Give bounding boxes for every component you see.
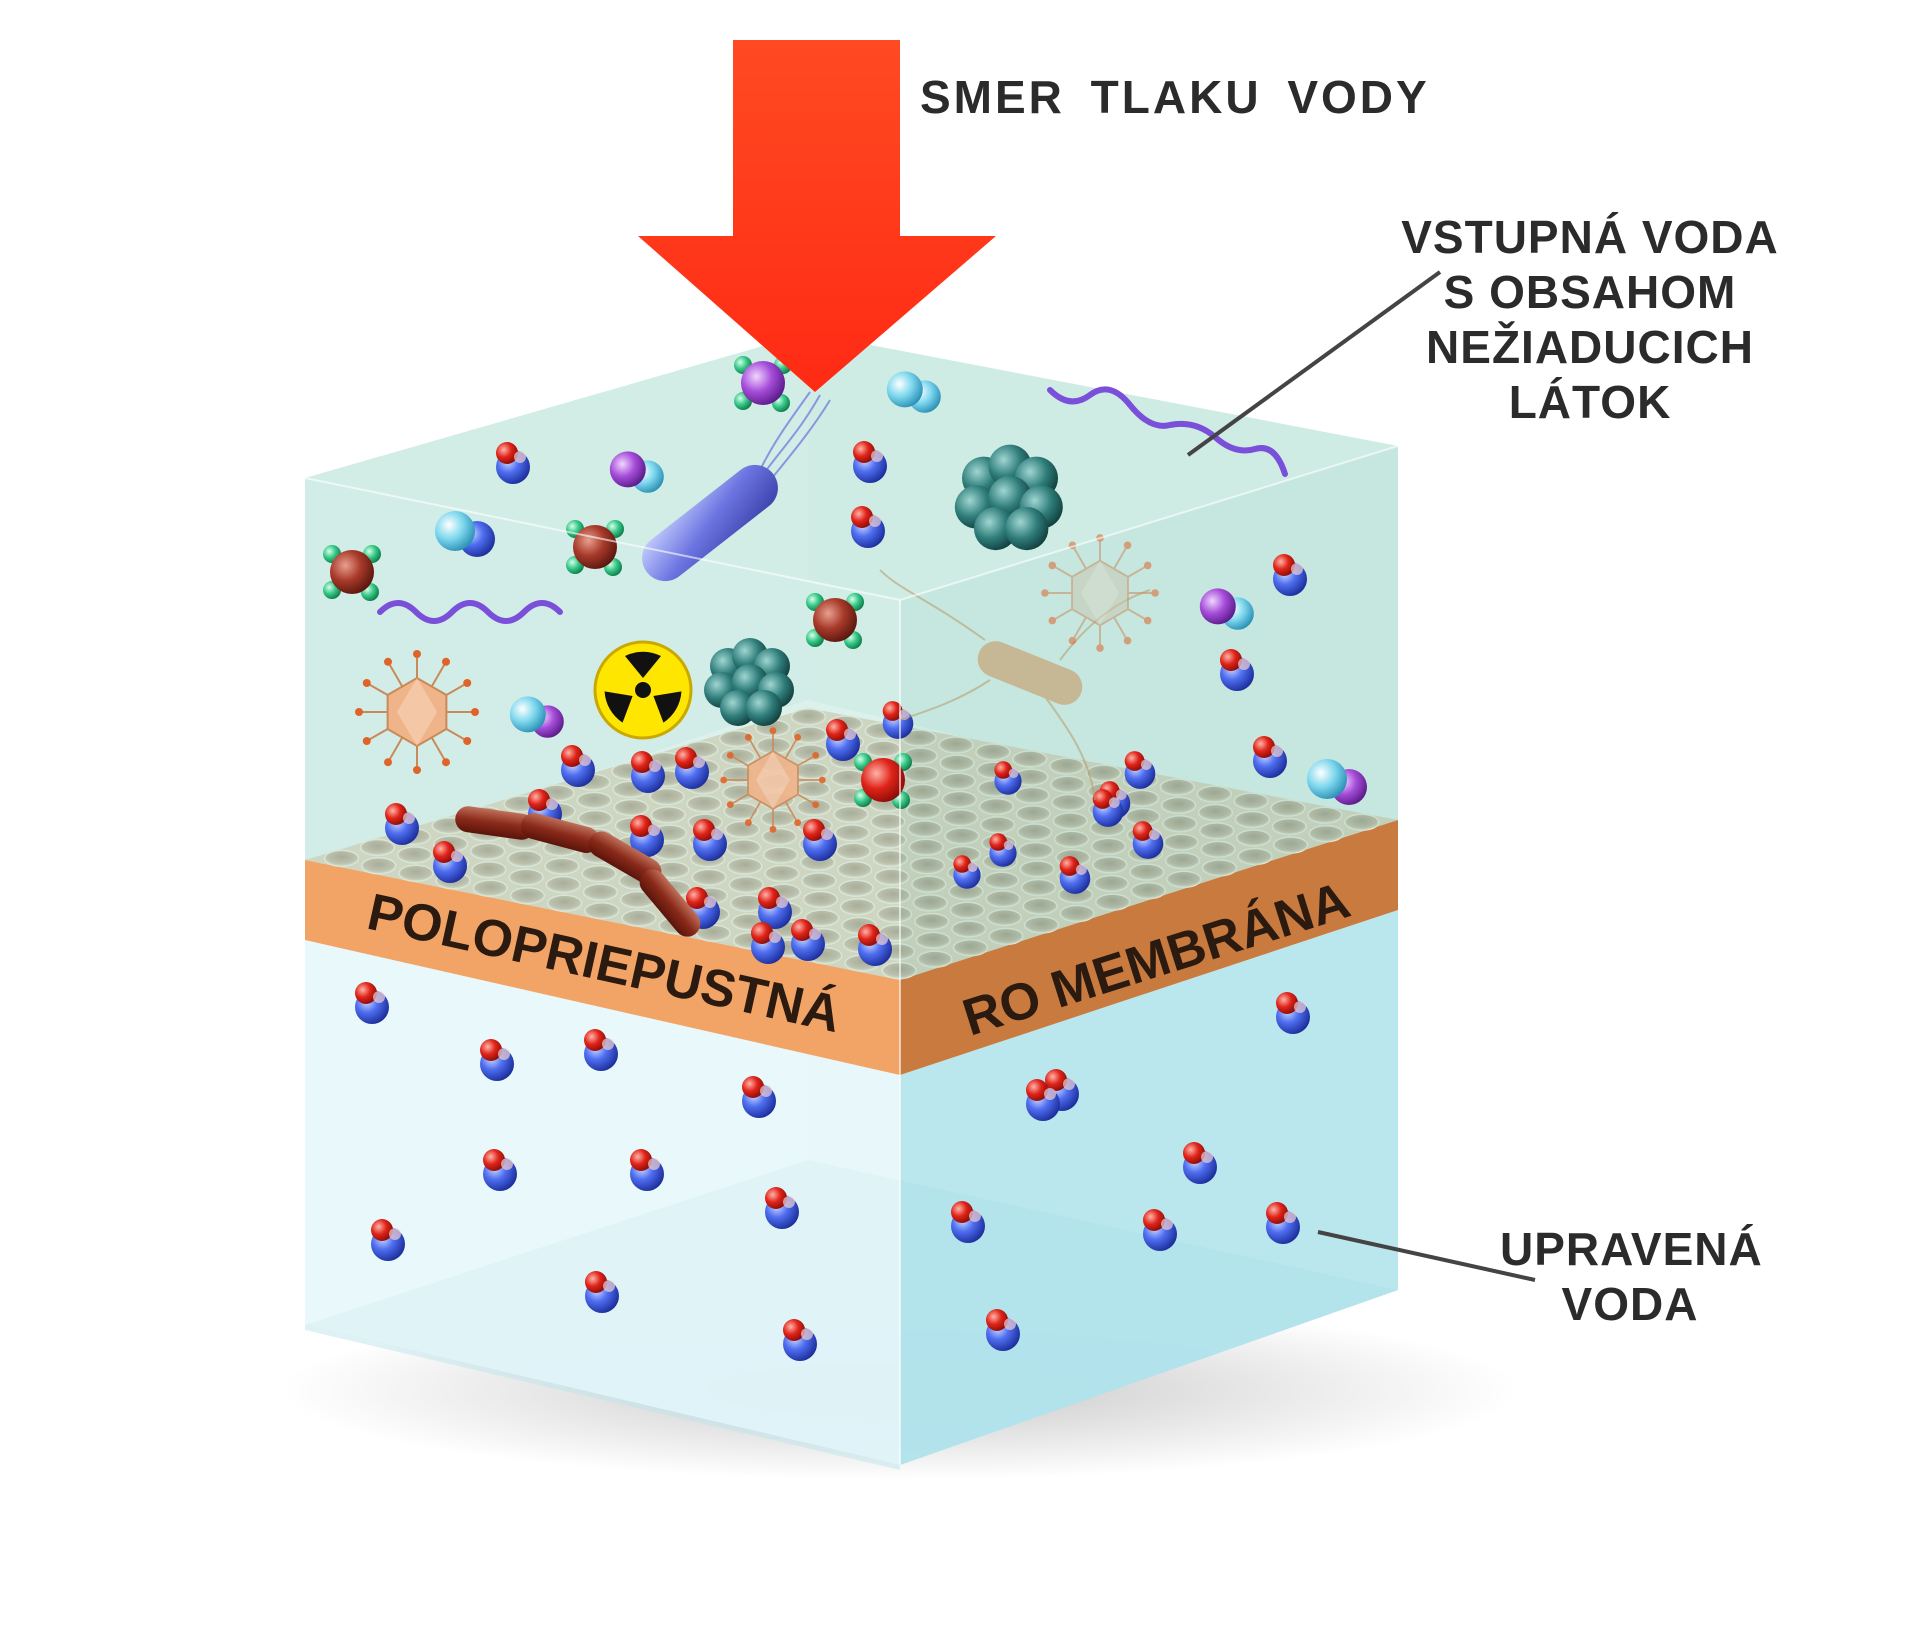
- treated-water-label-line: VODA: [1561, 1278, 1699, 1330]
- water-molecule-icon: [1276, 992, 1310, 1034]
- water-molecule-icon: [630, 815, 664, 857]
- down-arrow-icon: [638, 40, 996, 392]
- ammonium-molecule-icon: [323, 545, 381, 601]
- water-molecule-icon: [803, 819, 837, 861]
- water-molecule-icon: [826, 719, 860, 761]
- water-molecule-icon: [631, 751, 665, 793]
- water-molecule-icon: [994, 761, 1022, 795]
- treated-water-volume: [305, 910, 1398, 1470]
- water-molecule-icon: [480, 1039, 514, 1081]
- water-molecule-icon: [851, 506, 885, 548]
- water-molecule-icon: [561, 745, 595, 787]
- ammonium-molecule-icon: [854, 753, 912, 809]
- water-molecule-icon: [1143, 1209, 1177, 1251]
- virus-icon: [355, 650, 479, 774]
- feed-water-label-line: S OBSAHOM: [1443, 266, 1737, 318]
- treated-water-label: UPRAVENÁ VODA: [1500, 1222, 1763, 1332]
- virus-icon: [1041, 534, 1159, 652]
- water-molecule-icon: [858, 924, 892, 966]
- water-molecule-icon: [986, 1309, 1020, 1351]
- water-molecule-icon: [585, 1271, 619, 1313]
- water-molecule-icon: [355, 982, 389, 1024]
- water-molecule-icon: [751, 922, 785, 964]
- viruses: [355, 534, 1159, 833]
- treated-water-leader: [1317, 1230, 1536, 1282]
- water-molecule-icon: [385, 803, 419, 845]
- pressure-direction-label: SMER TLAKU VODY: [920, 71, 1430, 123]
- water-molecule-icon: [783, 1319, 817, 1361]
- ion-pair-icon: [609, 451, 664, 493]
- water-molecule-icon: [1059, 856, 1091, 894]
- water-molecule-icon: [1266, 1202, 1300, 1244]
- water-molecule-icon: [989, 833, 1017, 867]
- feed-water-label-line: VSTUPNÁ VODA: [1401, 211, 1779, 263]
- ion-pair-icon: [435, 511, 495, 557]
- water-molecule-icon: [693, 819, 727, 861]
- ion-pair-icon: [886, 371, 941, 413]
- filament-2: [1047, 386, 1288, 477]
- water-molecule-icon: [765, 1187, 799, 1229]
- ammonium-molecule-icon: [806, 593, 864, 649]
- feed-water-label-line: LÁTOK: [1508, 376, 1672, 428]
- water-molecule-icon: [584, 1029, 618, 1071]
- water-molecule-icon: [675, 747, 709, 789]
- cube-edges: [304, 445, 1399, 1465]
- water-molecule-icon: [1273, 554, 1307, 596]
- virus-icon: [720, 727, 826, 833]
- ammonium-molecule-icon: [566, 520, 624, 576]
- ion-pair-icon: [509, 696, 564, 738]
- water-molecule-icon: [371, 1219, 405, 1261]
- ion-pair-icon: [1307, 759, 1367, 805]
- water-molecule-icon: [1183, 1142, 1217, 1184]
- particle-cluster-icon: [954, 444, 1063, 551]
- water-molecule-icon: [951, 1201, 985, 1243]
- bacteria-icon: [455, 806, 701, 937]
- treated-water-label-line: UPRAVENÁ: [1500, 1223, 1763, 1275]
- water-molecule-icon: [758, 887, 792, 929]
- water-molecule-icon: [953, 855, 981, 889]
- feed-water-label: VSTUPNÁ VODA S OBSAHOM NEŽIADUCICH LÁTOK: [1400, 210, 1780, 430]
- feed-water-label-line: NEŽIADUCICH: [1426, 321, 1754, 373]
- water-molecule-icon: [483, 1149, 517, 1191]
- particle-cluster-icon: [704, 638, 794, 726]
- water-molecule-icon: [496, 442, 530, 484]
- water-molecule-icon: [1253, 736, 1287, 778]
- water-molecule-icon: [1124, 751, 1156, 789]
- water-molecule-icon: [1092, 789, 1124, 827]
- ion-pair-icon: [1199, 588, 1254, 630]
- water-molecule-icon: [630, 1149, 664, 1191]
- water-molecule-icon: [742, 1076, 776, 1118]
- water-molecule-icon: [433, 841, 467, 883]
- filament-1: [377, 600, 563, 624]
- water-molecule-icon: [791, 919, 825, 961]
- water-molecule-icon: [1132, 821, 1164, 859]
- bacteria-icon: [642, 391, 831, 582]
- ammonium-molecule-icon: [734, 356, 792, 412]
- water-molecule-icon: [1220, 649, 1254, 691]
- radiation-icon: [593, 640, 693, 740]
- feed-water-leader: [1186, 270, 1442, 457]
- water-molecule-icon: [853, 441, 887, 483]
- water-molecule-icon: [1026, 1079, 1060, 1121]
